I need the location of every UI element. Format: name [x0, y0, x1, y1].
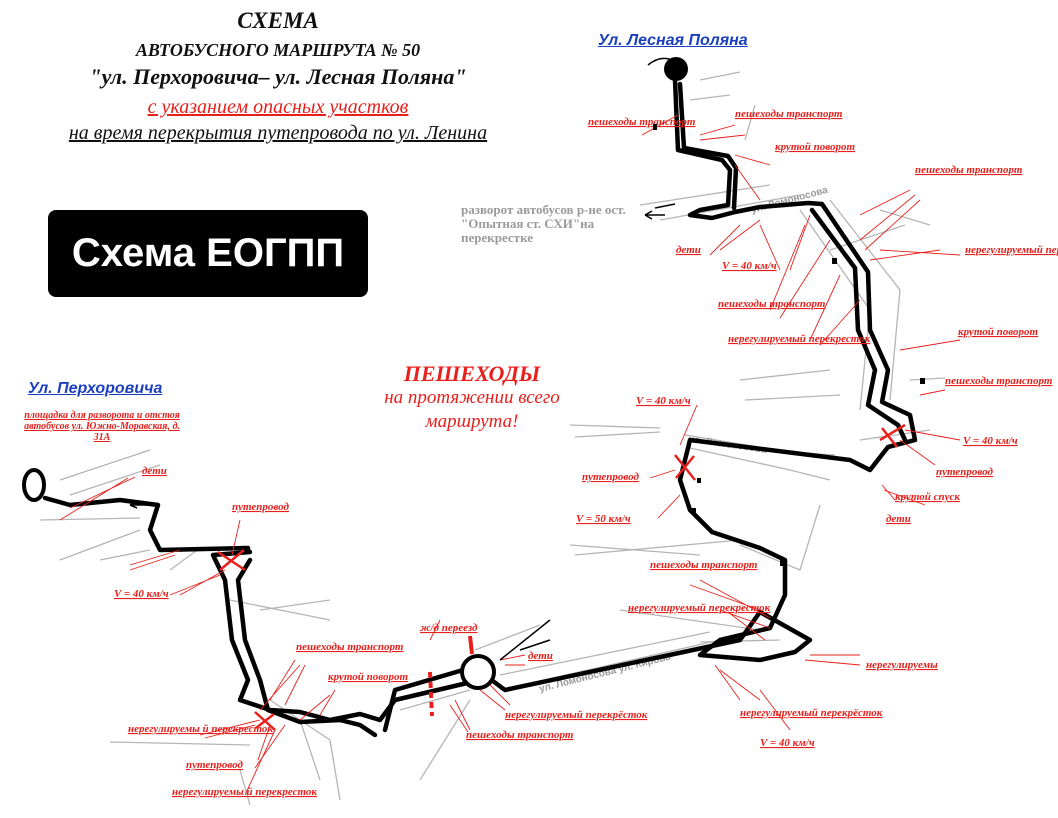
ann-a19: пешеходы транспорт	[650, 559, 758, 571]
turnaround-note: разворот автобусов р-не ост. "Опытная ст…	[461, 202, 626, 245]
stop-markers	[653, 124, 925, 566]
ann-a26: нерегулируемый перекрёсток	[505, 709, 648, 721]
direction-arrows	[129, 57, 676, 661]
ann-a13: путепровод	[936, 466, 994, 478]
scheme-badge: Схема ЕОГПП	[48, 210, 368, 297]
ann-a32: крутой поворот	[328, 671, 408, 683]
title-line5: на время перекрытия путепровода по ул. Л…	[68, 122, 488, 144]
street-outlines	[39, 71, 946, 806]
ann-a10: крутой поворот	[958, 326, 1038, 338]
ann-a6: V = 40 км/ч	[722, 260, 777, 272]
ann-a24: ж/д переезд	[420, 622, 478, 634]
ann-a7: нерегулируемый перекресток	[965, 244, 1058, 256]
title-line3: "ул. Перхоровича– ул. Лесная Поляна"	[89, 64, 467, 89]
ann-a30: путепровод	[232, 501, 290, 513]
ann-a18: V = 50 км/ч	[576, 513, 631, 525]
ann-a16: V = 40 км/ч	[636, 395, 691, 407]
ann-a1: пешеходы транспорт	[588, 116, 696, 128]
annotation-texts: пешеходы транспорт пешеходы транспорт кр…	[114, 108, 1058, 798]
ann-a25: дети	[528, 650, 553, 662]
ann-a17: путепровод	[582, 471, 640, 483]
ann-a22: нерегулируемый перекрёсток	[740, 707, 883, 719]
pedestrian-warning-title: ПЕШЕХОДЫ	[403, 361, 541, 386]
ann-a3: крутой поворот	[775, 141, 855, 153]
ann-a14: крутой спуск	[895, 491, 960, 503]
street-label-lomonosova: ул. Ломоносова	[750, 185, 830, 216]
pedestrian-warning: ПЕШЕХОДЫ на протяжении всего маршрута!	[362, 362, 582, 434]
terminal-north-label: Ул. Лесная Поляна	[598, 32, 748, 49]
west-pad-note: площадка для разворота и отстоя автобусо…	[24, 410, 180, 443]
ann-a15: дети	[886, 513, 911, 525]
ann-a34: путепровод	[186, 759, 244, 771]
ann-a20: нерегулируемый перекресток	[628, 602, 771, 614]
ann-a28: дети	[142, 465, 167, 477]
terminal-west-label: Ул. Перхоровича	[28, 380, 163, 397]
title-line1: СХЕМА	[237, 8, 319, 33]
ann-a11: пешеходы транспорт	[945, 375, 1053, 387]
ann-a2: пешеходы транспорт	[735, 108, 843, 120]
west-terminal-marker	[22, 468, 46, 502]
annotation-leaders	[59, 114, 961, 796]
pedestrian-warning-line2: на протяжении всего	[384, 387, 560, 408]
ann-a27: пешеходы транспорт	[466, 729, 574, 741]
roundabout-marker	[460, 654, 496, 690]
ann-a4: пешеходы транспорт	[915, 164, 1023, 176]
ann-a29: V = 40 км/ч	[114, 588, 169, 600]
ann-a12: V = 40 км/ч	[963, 435, 1018, 447]
ann-a23: V = 40 км/ч	[760, 737, 815, 749]
ann-a21: нерегулируемы	[866, 659, 938, 671]
ann-a8: пешеходы транспорт	[718, 298, 826, 310]
street-labels: ул. Ломоносова ул. Ломоносова ул. Кирова…	[538, 185, 829, 695]
title-line2: АВТОБУСНОГО МАРШРУТА № 50	[135, 40, 421, 60]
railway-crossing-marks	[428, 635, 474, 717]
north-terminal-marker	[664, 57, 688, 81]
pedestrian-warning-line3: маршрута!	[425, 411, 519, 432]
ann-a35: нерегулируемы й перекресток	[172, 786, 317, 798]
ann-a33: нерегулируемы й перекресток	[128, 723, 273, 735]
ann-a9: нерегулируемый перекресток	[728, 333, 871, 345]
ann-a31: пешеходы транспорт	[296, 641, 404, 653]
overpass-marks	[217, 423, 906, 731]
ann-a5: дети	[676, 244, 701, 256]
title-line4: с указанием опасных участков	[147, 96, 409, 118]
